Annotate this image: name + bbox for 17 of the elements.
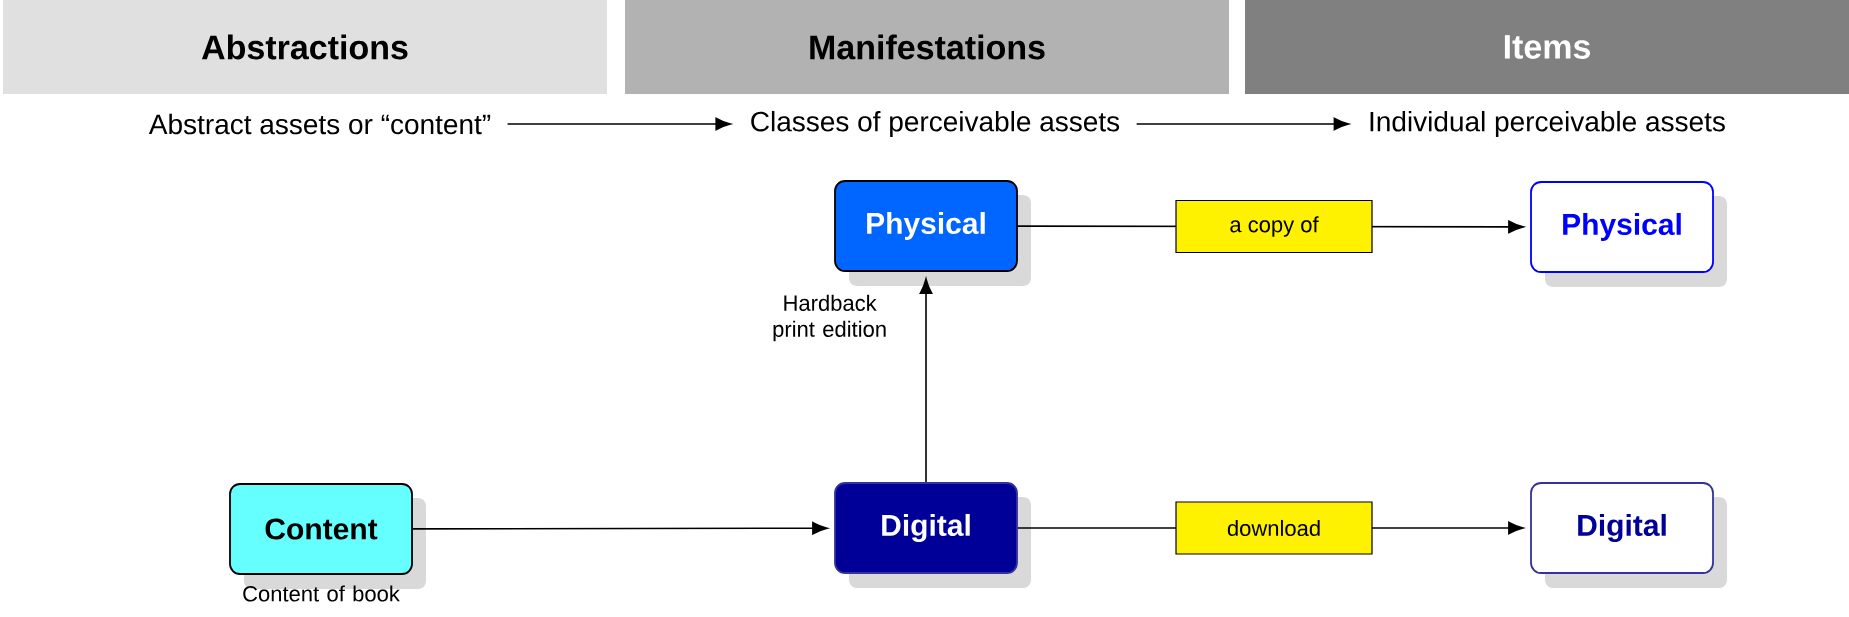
category-text: Individual perceivable assets (1370, 110, 1725, 138)
process-box: Physical (1530, 181, 1727, 287)
caption-text: Hardback print edition (773, 294, 886, 342)
column-header: Manifestations (625, 0, 1229, 94)
process-box: Digital (834, 482, 1031, 588)
column-header: Items (1245, 0, 1849, 94)
process-box: Physical (834, 180, 1031, 286)
arrow (1135, 117, 1350, 131)
category-text: Classes of perceivable assets (751, 110, 1120, 138)
arrow (506, 117, 731, 131)
arrow (919, 278, 933, 483)
edge-label: a copy of (1175, 199, 1373, 254)
process-box: Digital (1530, 482, 1727, 588)
arrow (412, 521, 828, 535)
column-header: Abstractions (3, 0, 607, 94)
category-text: Abstract assets or “content” (148, 113, 491, 135)
edge-label: download (1175, 501, 1373, 555)
